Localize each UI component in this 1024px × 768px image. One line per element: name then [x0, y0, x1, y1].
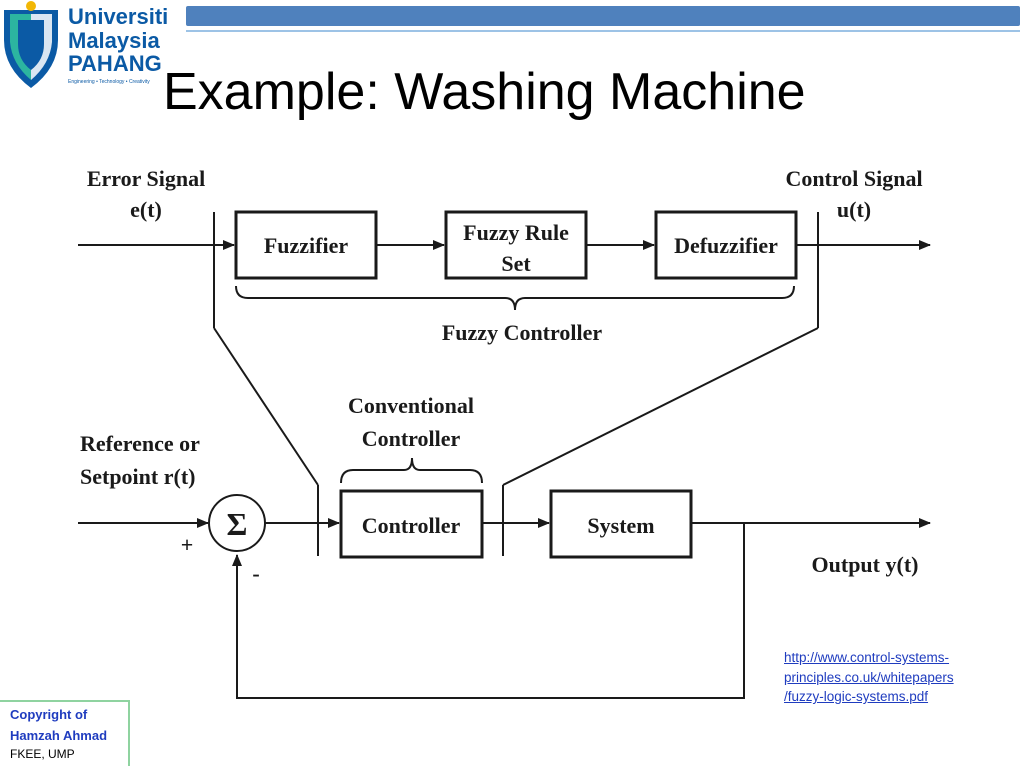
- defuzzifier-label: Defuzzifier: [674, 233, 778, 258]
- rule-set-label-line2: Set: [501, 251, 531, 276]
- page-title: Example: Washing Machine: [163, 63, 806, 121]
- plus-sign: +: [181, 532, 194, 557]
- reference-label-line2: Setpoint r(t): [80, 464, 195, 489]
- source-link-line2[interactable]: principles.co.uk/whitepapers: [784, 669, 954, 685]
- control-signal-symbol: u(t): [837, 197, 871, 222]
- copyright-line1: Copyright of: [10, 707, 88, 722]
- copyright-line2: Hamzah Ahmad: [10, 728, 108, 743]
- logo-text-line1: Universiti: [68, 4, 169, 29]
- minus-sign: -: [252, 561, 259, 586]
- copyright-box: [0, 700, 130, 766]
- rule-set-label-line1: Fuzzy Rule: [463, 220, 569, 245]
- error-signal-symbol: e(t): [130, 197, 162, 222]
- right-connector-diagonal: [502, 327, 819, 486]
- summer-symbol: Σ: [227, 506, 248, 542]
- source-link-line1[interactable]: http://www.control-systems-: [784, 650, 950, 665]
- controller-label: Controller: [362, 513, 461, 538]
- header-bar: [186, 6, 1020, 26]
- conventional-controller-label-line2: Controller: [362, 426, 461, 451]
- logo-text-line2: Malaysia: [68, 28, 160, 53]
- system-label: System: [587, 513, 654, 538]
- logo-tagline: Engineering • Technology • Creativity: [68, 79, 150, 85]
- university-logo-icon: [4, 1, 58, 88]
- control-signal-label: Control Signal: [785, 166, 922, 191]
- reference-label-line1: Reference or: [80, 431, 200, 456]
- conventional-controller-label-line1: Conventional: [348, 393, 474, 418]
- output-label: Output y(t): [812, 552, 919, 577]
- error-signal-label: Error Signal: [87, 166, 205, 191]
- feedback-path: [232, 523, 745, 699]
- fuzzifier-label: Fuzzifier: [264, 233, 349, 258]
- source-link[interactable]: http://www.control-systems- principles.c…: [784, 648, 999, 707]
- logo-text-line3: PAHANG: [68, 51, 162, 76]
- header-rule: [186, 30, 1020, 32]
- conventional-controller-brace: [340, 457, 483, 484]
- copyright-line3: FKEE, UMP: [10, 747, 75, 761]
- left-connector-diagonal: [213, 327, 319, 486]
- source-link-line3[interactable]: /fuzzy-logic-systems.pdf: [784, 689, 929, 705]
- fuzzy-controller-label: Fuzzy Controller: [442, 320, 603, 345]
- fuzzy-controller-brace: [235, 285, 795, 311]
